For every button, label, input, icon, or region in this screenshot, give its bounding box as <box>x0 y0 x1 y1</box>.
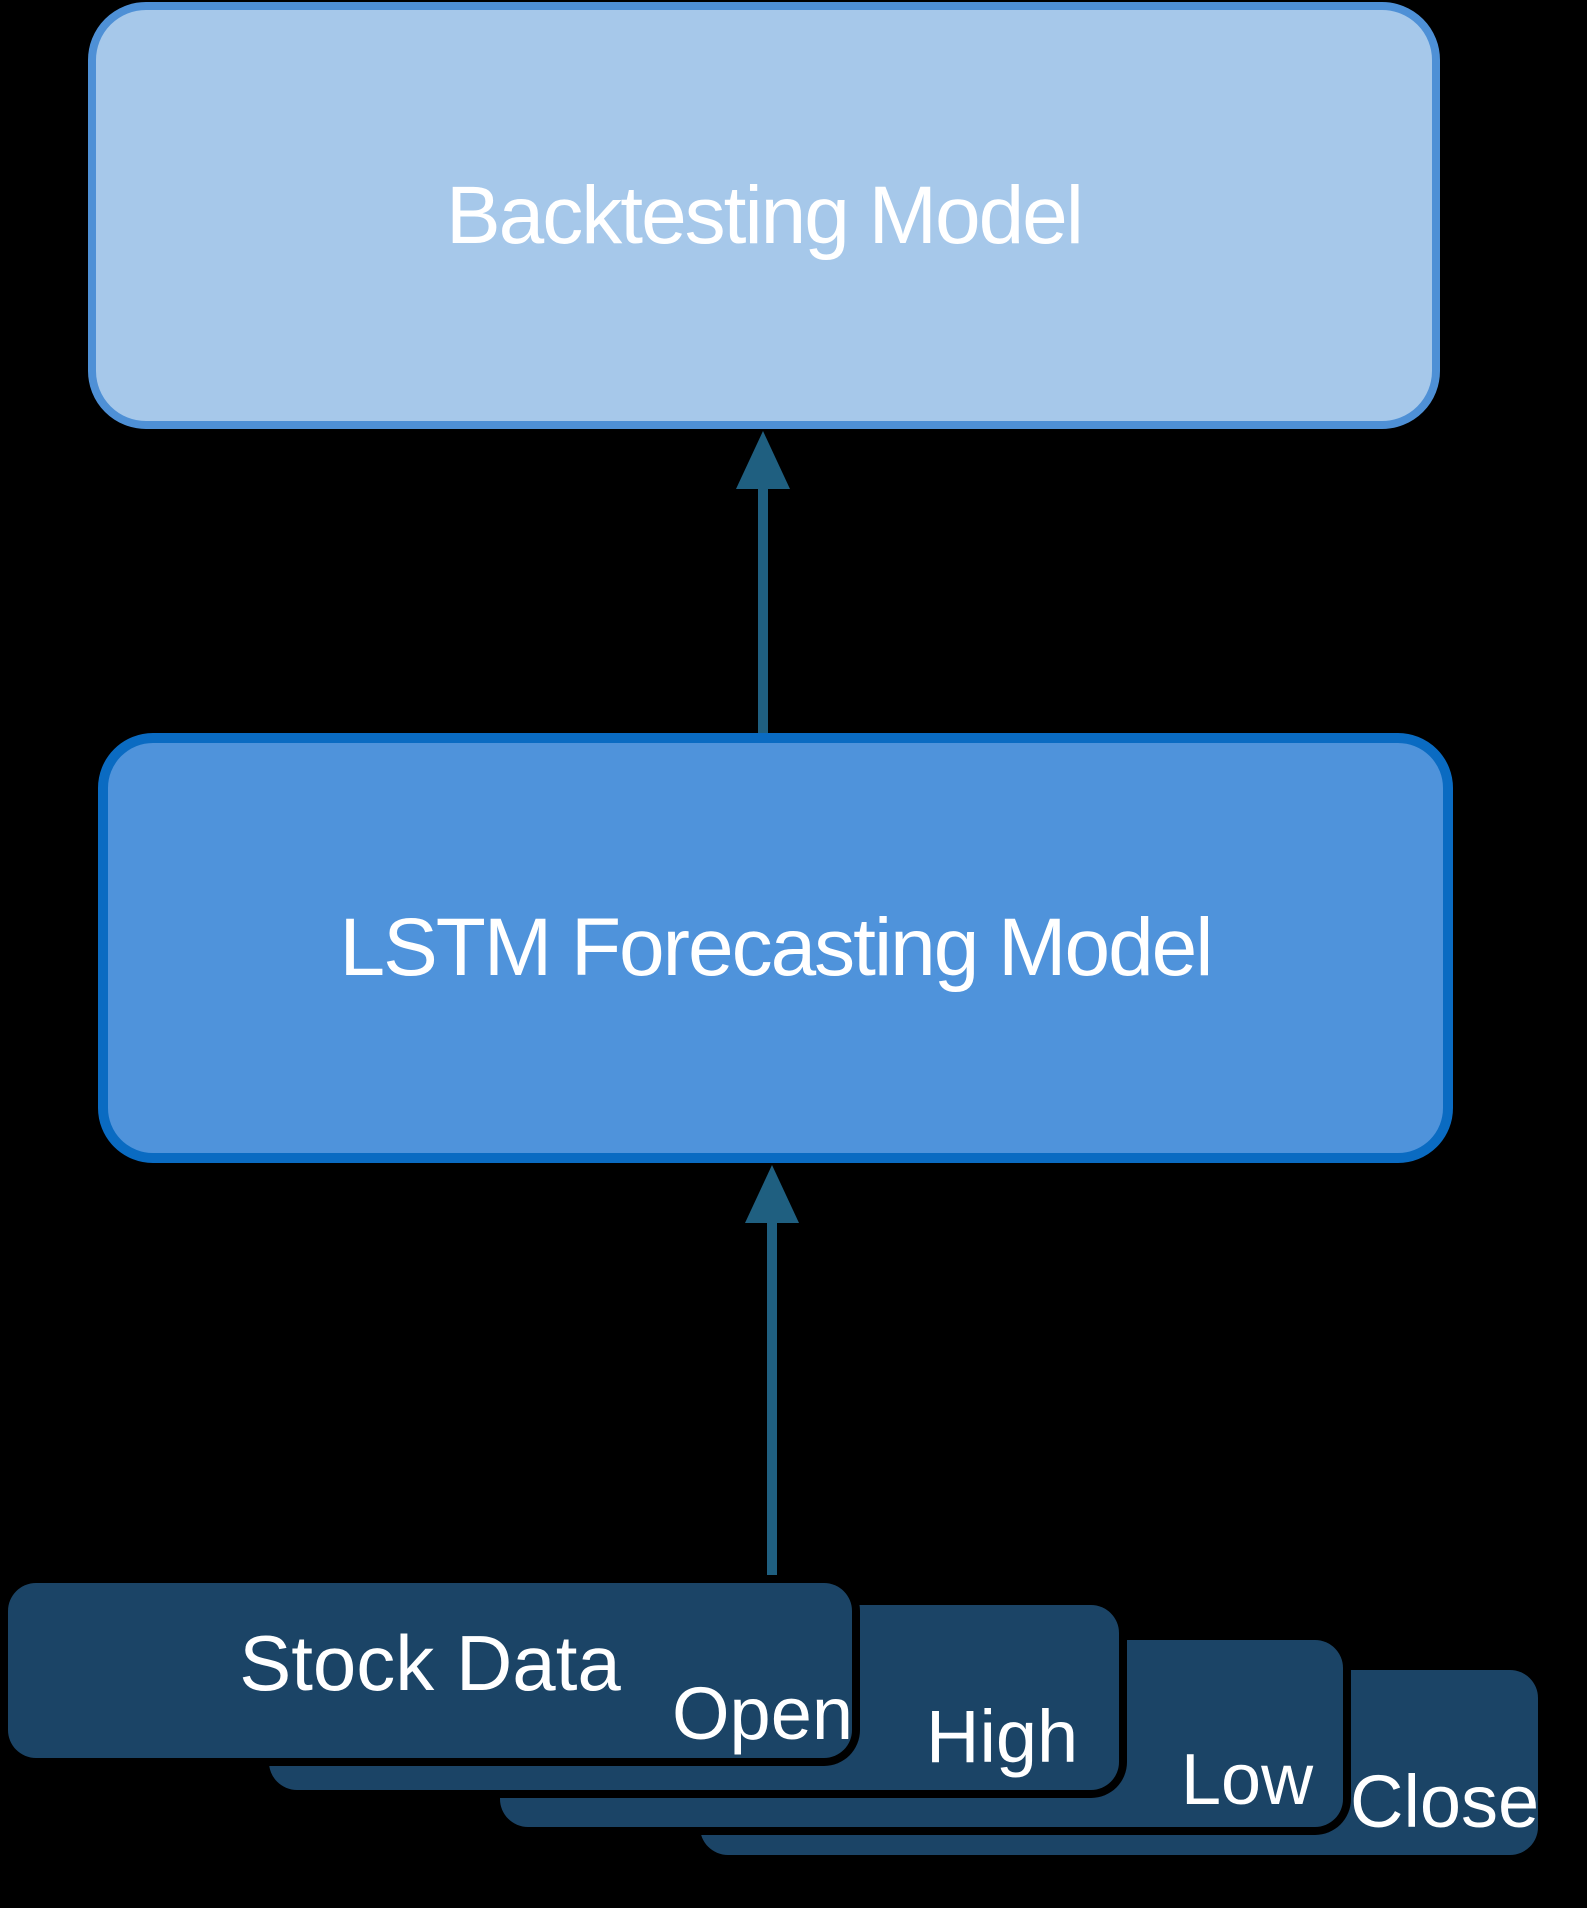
backtesting-model-label: Backtesting Model <box>445 169 1084 261</box>
stock-data-label: Stock Data <box>239 1619 621 1707</box>
stock-data-card <box>8 1583 852 1758</box>
arrow-shaft <box>758 480 768 733</box>
low-label: Low <box>1181 1740 1314 1820</box>
arrow-shaft <box>767 1214 777 1590</box>
open-label: Open <box>672 1672 854 1755</box>
lstm-forecasting-model-label: LSTM Forecasting Model <box>339 902 1213 993</box>
arrow-up-head-icon <box>745 1165 799 1223</box>
arrow-up-head-icon <box>736 431 790 489</box>
lstm-forecasting-model-box: LSTM Forecasting Model <box>98 733 1453 1163</box>
close-label: Close <box>1350 1760 1540 1843</box>
backtesting-model-box: Backtesting Model <box>88 2 1440 429</box>
high-label: High <box>926 1695 1079 1778</box>
